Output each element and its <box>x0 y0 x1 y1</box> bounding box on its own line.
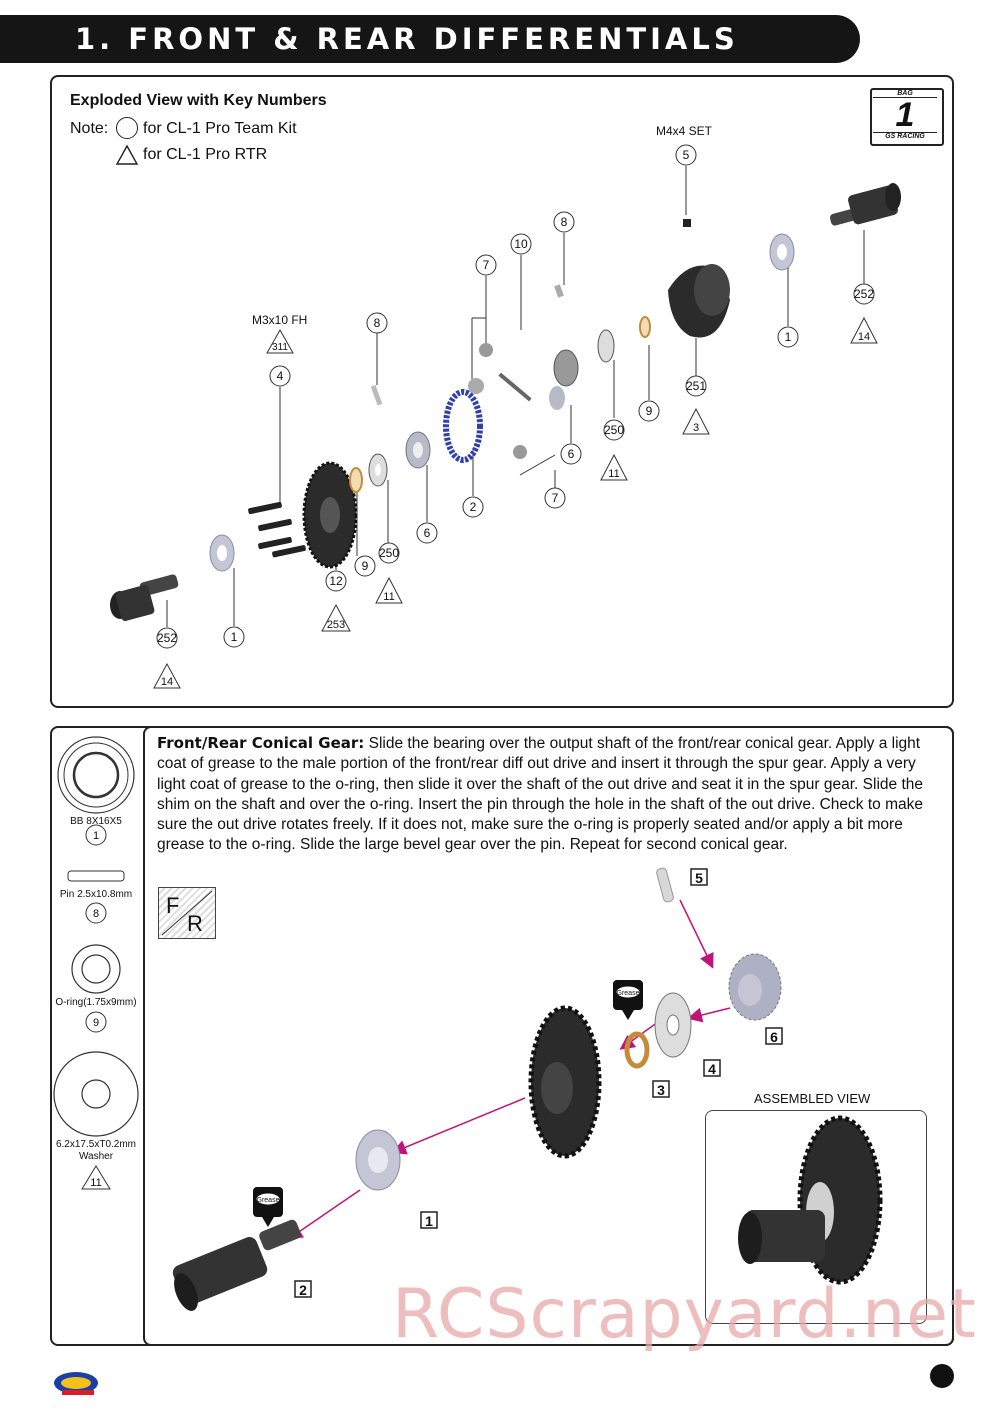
instruction-title: Front/Rear Conical Gear: <box>157 734 365 752</box>
exploded-parts-drawing <box>110 166 901 627</box>
grease-label-lower: Grease <box>257 1197 280 1204</box>
callout-6-right: 6 <box>568 447 575 461</box>
assembled-view-drawing <box>738 1115 883 1285</box>
fr-icon-r: R <box>187 911 203 936</box>
step-1: 1 <box>425 1213 433 1229</box>
callout-3: 3 <box>693 422 699 434</box>
legend-oring-caption: O-ring(1.75x9mm) <box>55 997 137 1008</box>
parts-legend-drawings: 1 8 9 11 <box>53 736 139 1190</box>
step-6: 6 <box>770 1029 778 1045</box>
page-marker-dot <box>930 1364 954 1388</box>
note-label: Note: <box>70 120 109 137</box>
fr-icon-f: F <box>166 893 179 918</box>
bag-badge-bottom: GS RACING <box>873 132 937 140</box>
triangle-key-icon <box>115 144 139 165</box>
legend-key-9: 9 <box>93 1017 99 1029</box>
callout-9-left: 9 <box>362 559 369 573</box>
header-bar <box>0 15 860 63</box>
callout-252-left: 252 <box>157 631 177 645</box>
bag-badge-top: BAG <box>873 90 937 98</box>
m4x4-set-label: M4x4 SET <box>656 124 713 138</box>
assembled-view-label: ASSEMBLED VIEW <box>754 1091 871 1106</box>
callout-10: 10 <box>514 237 528 251</box>
callout-311: 311 <box>272 342 288 353</box>
instruction-text: Front/Rear Conical Gear: Slide the beari… <box>157 733 942 856</box>
callout-11-right: 11 <box>608 468 619 480</box>
callout-252-right: 252 <box>854 287 874 301</box>
m3x10-fh-label: M3x10 FH <box>252 313 308 327</box>
callout-1-left: 1 <box>231 630 238 644</box>
step-2: 2 <box>299 1282 307 1298</box>
front-rear-icon-glyphs: F R <box>161 890 213 936</box>
callout-6-left: 6 <box>424 526 431 540</box>
note-rtr: for CL-1 Pro RTR <box>143 146 268 163</box>
legend-key-1: 1 <box>93 830 99 842</box>
watermark-text: RCScrapyard.net <box>392 1275 977 1354</box>
gs-racing-logo <box>54 1372 98 1395</box>
grease-label-upper: Grease <box>617 990 640 997</box>
callout-2: 2 <box>470 500 477 514</box>
legend-pin-caption: Pin 2.5x10.8mm <box>59 889 133 900</box>
legend-bearing-caption: BB 8X16X5 <box>70 816 122 827</box>
callout-9-right: 9 <box>646 404 653 418</box>
callout-14-left: 14 <box>161 676 173 688</box>
callout-7-lower: 7 <box>552 491 559 505</box>
legend-washer-caption2: Washer <box>78 1151 114 1162</box>
callout-4: 4 <box>277 369 284 383</box>
callout-1-right: 1 <box>785 330 792 344</box>
key-number-callouts: 5 8 10 7 8 4 311 251 3 1 252 14 9 250 11… <box>153 144 878 689</box>
callout-251: 251 <box>686 379 706 393</box>
callout-14-right: 14 <box>858 331 870 343</box>
legend-key-8: 8 <box>93 908 99 920</box>
assembled-view-box <box>705 1110 927 1324</box>
callout-250-right: 250 <box>604 423 624 437</box>
callout-7: 7 <box>483 258 490 272</box>
callout-250-left: 250 <box>379 546 399 560</box>
instruction-box <box>143 726 954 1346</box>
page-title: 1. FRONT & REAR DIFFERENTIALS <box>75 22 739 56</box>
step-4: 4 <box>708 1061 716 1077</box>
instruction-body: Slide the bearing over the output shaft … <box>157 735 923 854</box>
exploded-view-heading: Exploded View with Key Numbers <box>70 92 327 109</box>
callout-8-left: 8 <box>374 316 381 330</box>
circle-key-icon <box>116 117 138 139</box>
note-team-kit: for CL-1 Pro Team Kit <box>143 120 297 137</box>
callout-11-left: 11 <box>383 591 394 603</box>
callout-253: 253 <box>327 619 345 631</box>
step-3: 3 <box>657 1082 665 1098</box>
assembly-drawing: Grease Grease 5 6 4 3 1 2 <box>172 867 783 1311</box>
step-5: 5 <box>695 870 703 886</box>
callout-12: 12 <box>329 574 343 588</box>
legend-washer-caption: 6.2x17.5xT0.2mm <box>55 1139 137 1150</box>
exploded-view-panel <box>50 75 954 708</box>
callout-5: 5 <box>683 148 690 162</box>
callout-8: 8 <box>561 215 568 229</box>
bag-badge-number: 1 <box>895 96 915 134</box>
legend-key-11: 11 <box>90 1177 101 1189</box>
